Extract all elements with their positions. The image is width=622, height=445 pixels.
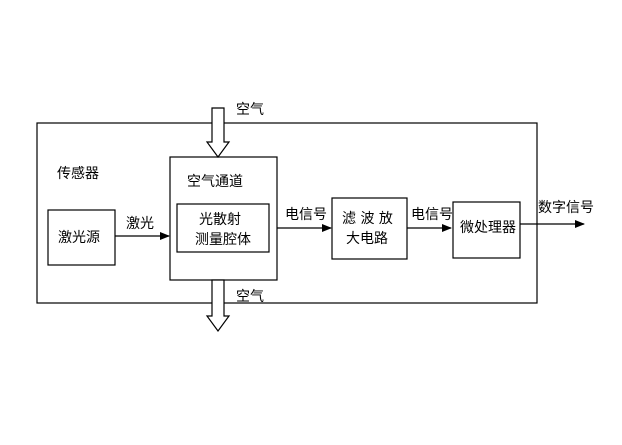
electric-signal-label-2: 电信号 — [411, 207, 453, 223]
sensor-enclosure — [36, 122, 538, 304]
air-outflow-arrow — [205, 279, 231, 333]
filter-amplifier-line2: 大电路 — [346, 231, 388, 247]
air-inflow-arrow — [205, 107, 231, 159]
electric-signal-label-1: 电信号 — [285, 207, 327, 223]
air-channel-label: 空气通道 — [187, 174, 243, 190]
digital-signal-label: 数字信号 — [538, 200, 594, 216]
scatter-chamber-line1: 光散射 — [199, 212, 241, 228]
scatter-chamber-line2: 测量腔体 — [195, 232, 251, 248]
filter-amplifier-box — [331, 197, 408, 260]
microprocessor-label: 微处理器 — [460, 220, 516, 236]
scatter-chamber-box — [176, 203, 270, 253]
microprocessor-box — [452, 201, 521, 259]
air-inflow-label: 空气 — [236, 102, 264, 118]
air-outflow-label: 空气 — [236, 289, 264, 305]
sensor-label: 传感器 — [57, 165, 99, 182]
laser-source-label: 激光源 — [58, 229, 100, 246]
filter-amplifier-line1: 滤 波 放 — [342, 211, 393, 227]
laser-source-box — [47, 209, 116, 266]
laser-light-label: 激光 — [126, 215, 154, 232]
